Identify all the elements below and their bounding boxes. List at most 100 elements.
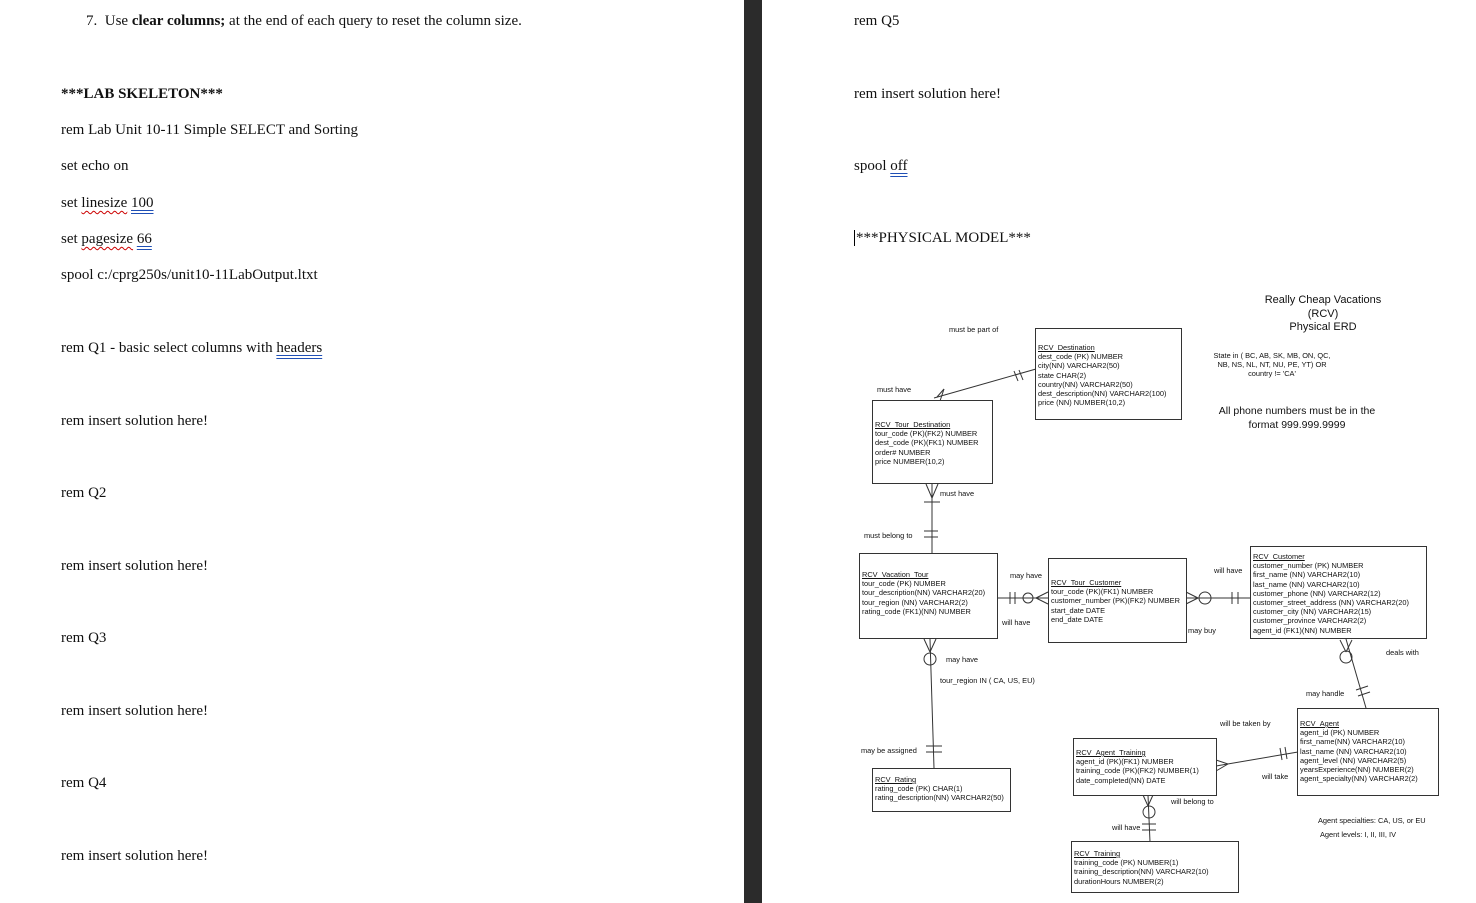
set-pagesize-line: set pagesize 66 [61, 230, 152, 248]
rel-label: must have [877, 385, 912, 394]
entity-attr: state CHAR(2) [1038, 370, 1087, 380]
step-number: 7. [86, 13, 98, 29]
note-line: format 999.999.9999 [1248, 418, 1346, 431]
rem-q1-text: rem Q1 - basic select columns with [61, 340, 277, 356]
entity-attr: country(NN) VARCHAR2(50) [1038, 379, 1133, 389]
agent-note: Agent specialties: CA, US, or EU Agent l… [1318, 814, 1426, 842]
rem-q2-line: rem Q2 [61, 485, 107, 501]
cmd-text: set [61, 195, 82, 211]
note-line: country != 'CA' [1248, 369, 1296, 378]
entity-attr: training_description(NN) VARCHAR2(10) [1074, 867, 1209, 877]
entity-attr: end_date DATE [1051, 614, 1104, 624]
entity-attr: dest_code (PK)(FK1) NUMBER [875, 438, 979, 448]
erd-title: Really Cheap Vacations (RCV) Physical ER… [1258, 294, 1388, 335]
spelling-flag-pagesize: pagesize [81, 231, 134, 247]
physical-model-heading: ***PHYSICAL MODEL*** [854, 229, 1031, 247]
set-linesize-line: set linesize 100 [61, 194, 154, 212]
entity-attr: training_code (PK) NUMBER(1) [1074, 858, 1179, 868]
rel-label: may handle [1306, 689, 1345, 698]
entity-attr: dest_code (PK) NUMBER [1038, 352, 1124, 362]
entity-attr: customer_number (PK)(FK2) NUMBER [1051, 596, 1180, 606]
step-text: Use [104, 13, 132, 29]
erd-diagram: Really Cheap Vacations (RCV) Physical ER… [762, 0, 1476, 903]
entity-name: RCV_Training [1074, 849, 1121, 858]
entity-attr: date_completed(NN) DATE [1076, 775, 1166, 785]
entity-name: RCV_Agent_Training [1076, 748, 1146, 757]
note-line: Agent levels: I, II, III, IV [1320, 830, 1396, 839]
page-gap-divider [744, 0, 762, 903]
entity-name: RCV_Agent [1300, 719, 1340, 728]
entity-attr: price (NN) NUMBER(10,2) [1038, 398, 1126, 408]
entity-name: RCV_Tour_Customer [1051, 578, 1122, 587]
entity-attr: customer_street_address (NN) VARCHAR2(20… [1253, 598, 1409, 608]
rem-q4-line: rem Q4 [61, 775, 107, 791]
entity-name: RCV_Tour_Destination [875, 420, 951, 429]
grammar-flag-100: 100 [131, 195, 154, 211]
entity-rcv-agent: RCV_Agent agent_id (PK) NUMBER first_nam… [1297, 708, 1439, 796]
rem-q3-line: rem Q3 [61, 630, 107, 646]
rel-label: must have [940, 489, 975, 498]
grammar-flag-off: off [890, 158, 908, 174]
insert-solution-1: rem insert solution here! [61, 413, 209, 429]
entity-rcv-training: RCV_Training training_code (PK) NUMBER(1… [1071, 841, 1239, 893]
insert-solution-4: rem insert solution here! [61, 848, 209, 864]
rel-label: will be taken by [1220, 719, 1271, 728]
rel-label: must belong to [864, 531, 913, 540]
entity-attr: customer_phone (NN) VARCHAR2(12) [1253, 588, 1381, 598]
entity-name: RCV_Vacation_Tour [862, 570, 929, 579]
grammar-flag-headers: headers [276, 340, 323, 356]
note-line: NB, NS, NL, NT, NU, PE, YT) OR [1217, 360, 1327, 369]
rel-label: may buy [1188, 626, 1216, 635]
cmd-text: spool [854, 158, 891, 174]
entity-attr: last_name (NN) VARCHAR2(10) [1300, 746, 1407, 756]
entity-name: RCV_Rating [875, 775, 917, 784]
entity-attr: customer_province VARCHAR2(2) [1253, 616, 1367, 626]
set-echo-line: set echo on [61, 158, 129, 174]
lab-skeleton-heading: ***LAB SKELETON*** [61, 86, 223, 102]
state-note: State in ( BC, AB, SK, MB, ON, QC, NB, N… [1210, 351, 1334, 378]
entity-attr: rating_description(NN) VARCHAR2(50) [875, 793, 1004, 803]
entity-rcv-agent-training: RCV_Agent_Training agent_id (PK)(FK1) NU… [1073, 738, 1217, 796]
heading-text: ***PHYSICAL MODEL*** [856, 230, 1031, 246]
rem-lab-line: rem Lab Unit 10-11 Simple SELECT and Sor… [61, 122, 359, 138]
entity-rcv-customer: RCV_Customer customer_number (PK) NUMBER… [1250, 546, 1427, 639]
entity-attr: agent_specialty(NN) VARCHAR2(2) [1300, 774, 1418, 784]
entity-rcv-tour-customer: RCV_Tour_Customer tour_code (PK)(FK1) NU… [1048, 558, 1187, 643]
rel-label: will belong to [1171, 797, 1214, 806]
rel-label: deals with [1386, 648, 1419, 657]
entity-attr: training_code (PK)(FK2) NUMBER(1) [1076, 766, 1199, 776]
entity-attr: tour_region (NN) VARCHAR2(2) [862, 597, 968, 607]
note-line: State in ( BC, AB, SK, MB, ON, QC, [1213, 351, 1331, 360]
entity-attr: order# NUMBER [875, 447, 931, 457]
entity-rcv-destination: RCV_Destination dest_code (PK) NUMBER ci… [1035, 328, 1182, 420]
entity-rcv-rating: RCV_Rating rating_code (PK) CHAR(1) rati… [872, 768, 1011, 812]
spelling-flag-linesize: linesize [81, 195, 128, 211]
spool-path-line: spool c:/cprg250s/unit10-11LabOutput.ltx… [61, 267, 318, 283]
rel-label: may have [946, 655, 979, 664]
entity-name: RCV_Destination [1038, 343, 1095, 352]
entity-rcv-tour-destination: RCV_Tour_Destination tour_code (PK)(FK2)… [872, 400, 993, 484]
entity-attr: city(NN) VARCHAR2(50) [1038, 361, 1120, 371]
left-document-page: 7. Use clear columns; at the end of each… [61, 13, 522, 864]
rel-label: will have [1214, 566, 1243, 575]
grammar-flag-66: 66 [136, 231, 152, 247]
rel-label: will take [1262, 772, 1289, 781]
right-document-page: rem Q5 rem insert solution here! spool o… [762, 0, 1476, 903]
entity-attr: yearsExperience(NN) NUMBER(2) [1300, 765, 1414, 775]
entity-rcv-vacation-tour: RCV_Vacation_Tour tour_code (PK) NUMBER … [859, 553, 998, 639]
entity-attr: dest_description(NN) VARCHAR2(100) [1038, 389, 1167, 399]
entity-attr: tour_code (PK)(FK2) NUMBER [875, 429, 978, 439]
spool-off-line: spool off [854, 157, 908, 175]
insert-solution-2: rem insert solution here! [61, 558, 209, 574]
rel-label: must be part of [949, 325, 999, 334]
entity-attr: customer_city (NN) VARCHAR2(15) [1253, 607, 1372, 617]
note-line: All phone numbers must be in the [1218, 405, 1376, 417]
rem-q1-line: rem Q1 - basic select columns with heade… [61, 339, 322, 357]
step-bold-text: clear columns; [131, 13, 226, 29]
entity-attr: rating_code (PK) CHAR(1) [875, 784, 963, 794]
erd-title-line: (RCV) [1307, 307, 1339, 320]
erd-title-line: Physical ERD [1289, 321, 1357, 333]
rel-label: will have [1112, 823, 1141, 832]
erd-connectors [923, 368, 1371, 843]
entity-attr: tour_code (PK)(FK1) NUMBER [1051, 587, 1154, 597]
